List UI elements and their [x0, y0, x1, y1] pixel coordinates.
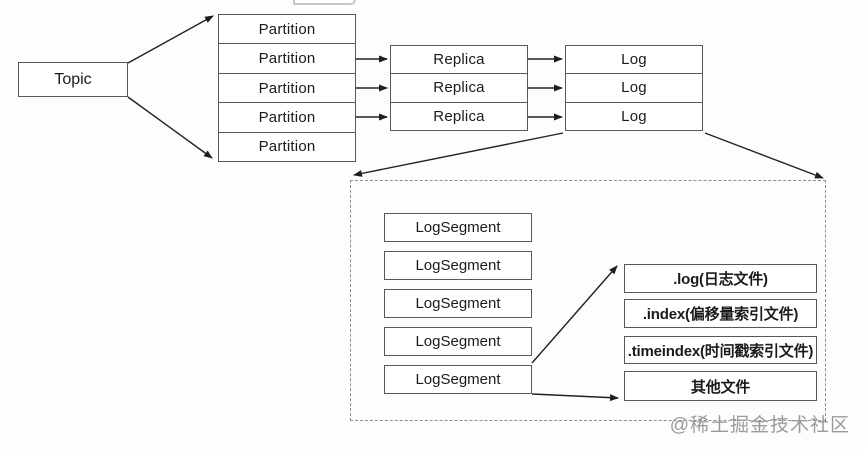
- logsegment-box-3: LogSegment: [384, 289, 532, 318]
- log-box-1: Log: [621, 51, 647, 69]
- replica-stack: Replica Replica Replica: [390, 45, 528, 131]
- timeindex-file-box: .timeindex(时间戳索引文件): [624, 336, 817, 364]
- arrow-topic-to-partition-top: [127, 15, 214, 64]
- partition-box-1: Partition: [258, 20, 316, 38]
- arrow-log-to-detail-right: [704, 132, 824, 179]
- partition-box-2: Partition: [219, 43, 355, 72]
- log-box-3: Log: [566, 101, 702, 130]
- replica-box-3: Replica: [391, 101, 527, 130]
- replica-box-2: Replica: [391, 73, 527, 101]
- partition-stack: Partition Partition Partition Partition …: [218, 14, 356, 162]
- topic-label: Topic: [54, 70, 92, 88]
- watermark: @稀土掘金技术社区: [669, 415, 850, 436]
- replica-box-1: Replica: [433, 51, 485, 69]
- logsegment-box-2: LogSegment: [384, 251, 532, 280]
- log-detail-region: [350, 180, 826, 421]
- logsegment-box-1: LogSegment: [384, 213, 532, 242]
- log-stack: Log Log Log: [565, 45, 703, 131]
- index-file-box: .index(偏移量索引文件): [624, 299, 817, 328]
- partition-box-4: Partition: [219, 102, 355, 131]
- logsegment-box-5: LogSegment: [384, 365, 532, 394]
- other-files-box: 其他文件: [624, 371, 817, 401]
- cropped-shape-artifact: [293, 0, 356, 5]
- arrow-log-to-detail-left: [353, 132, 564, 177]
- arrow-topic-to-partition-bottom: [127, 96, 213, 159]
- topic-box: Topic: [18, 62, 128, 97]
- partition-box-5: Partition: [219, 131, 355, 161]
- log-file-box: .log(日志文件): [624, 264, 817, 293]
- logsegment-box-4: LogSegment: [384, 327, 532, 356]
- log-box-2: Log: [566, 73, 702, 101]
- partition-box-3: Partition: [219, 72, 355, 102]
